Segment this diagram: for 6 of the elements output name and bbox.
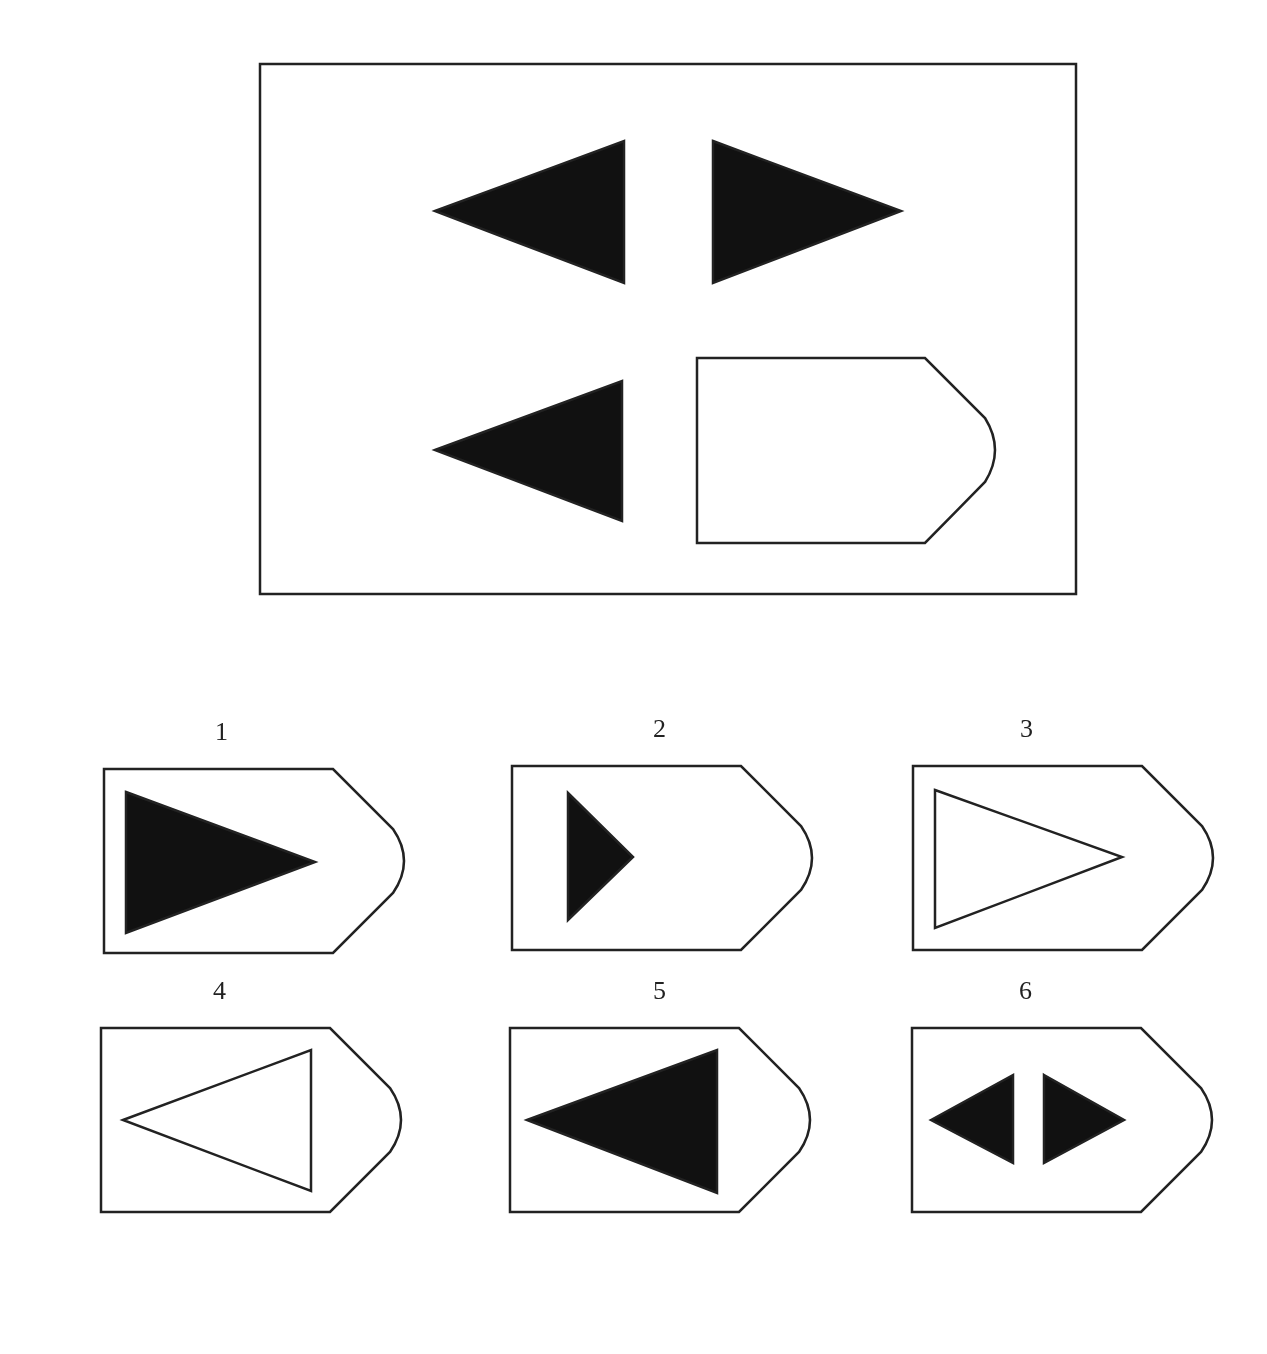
option-number: 2 <box>653 714 666 744</box>
option-number: 3 <box>1020 714 1033 744</box>
option-number: 1 <box>215 717 228 747</box>
option-number: 5 <box>653 976 666 1006</box>
option-number: 4 <box>213 976 226 1006</box>
option-number: 6 <box>1019 976 1032 1006</box>
